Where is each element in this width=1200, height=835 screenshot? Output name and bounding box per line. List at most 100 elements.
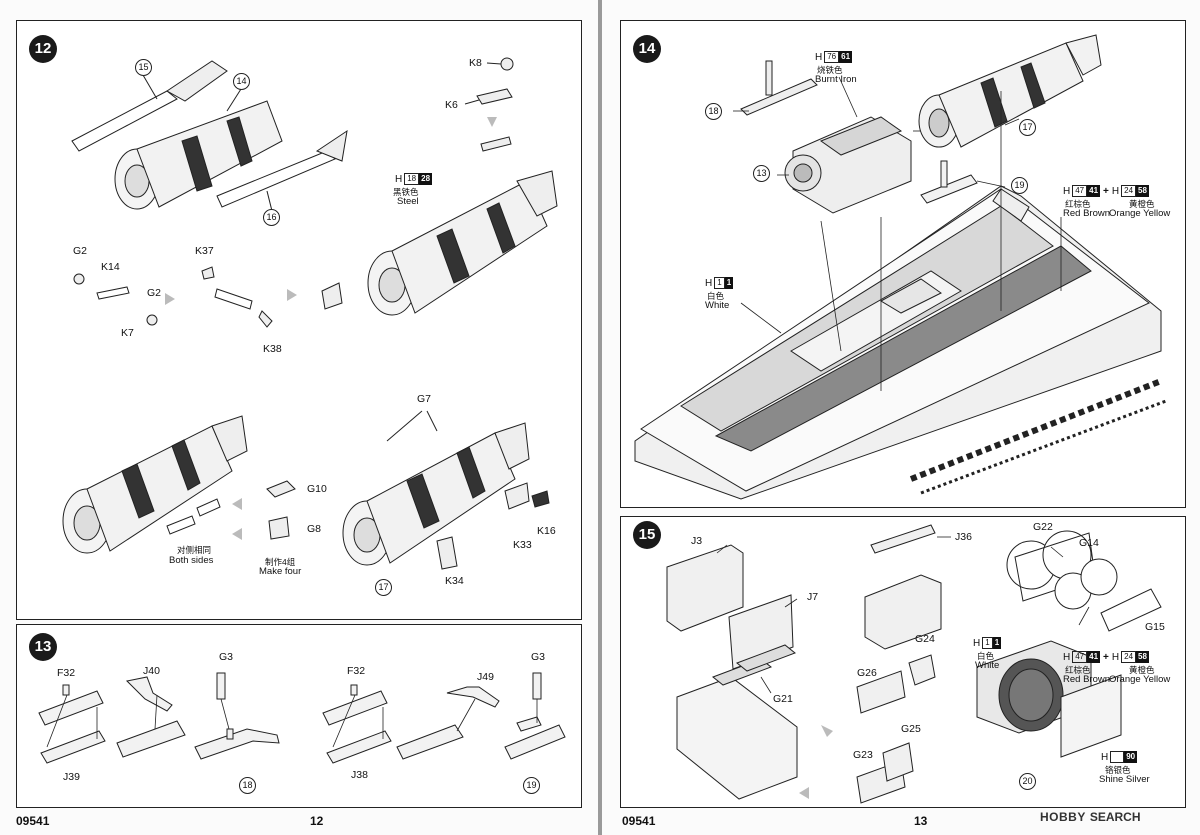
paint-code: 24	[1121, 651, 1137, 663]
part-label: J7	[807, 591, 819, 603]
paint-name-en: Red Brown	[1063, 208, 1110, 219]
paint-number: 1	[992, 637, 1002, 649]
paint-name-cn: 烧铁色	[817, 65, 843, 75]
part-label: G3	[531, 651, 546, 663]
part-callout: 16	[263, 209, 280, 226]
paint-code: 1	[982, 637, 993, 649]
plus-sign: +	[1103, 185, 1109, 197]
part-label: K37	[195, 245, 214, 257]
part-label: G15	[1145, 621, 1165, 633]
part-callout: 20	[1019, 773, 1036, 790]
part-label: K16	[537, 525, 556, 537]
part-callout: 17	[1019, 119, 1036, 136]
part-label: J39	[63, 771, 80, 783]
page-number-right: 13	[914, 814, 928, 828]
paint-number: 28	[419, 173, 433, 185]
part-label: G3	[219, 651, 234, 663]
part-label: G22	[1033, 521, 1053, 533]
part-label: G25	[901, 723, 921, 735]
paint-brand: H	[1063, 651, 1071, 663]
paint-brand: H	[815, 51, 823, 63]
part-label: G2	[73, 245, 88, 257]
paint-name-cn: 黄橙色	[1129, 665, 1155, 675]
part-label: K34	[445, 575, 464, 587]
step-12-panel: 12 15 14 16 17 K8 K6 G2 K14 G2 K7 K37 K3…	[16, 20, 582, 620]
paint-name-cn: 黄橙色	[1129, 199, 1155, 209]
paint-name-cn: 红棕色	[1065, 199, 1091, 209]
part-label: G24	[915, 633, 935, 645]
step-13-illustration	[38, 672, 566, 764]
part-callout: 19	[1011, 177, 1028, 194]
paint-name-cn: 白色	[707, 291, 725, 301]
part-label: G26	[857, 667, 877, 679]
part-label: G2	[147, 287, 162, 299]
paint-code: 76	[824, 51, 840, 63]
part-label: G14	[1079, 537, 1099, 549]
part-label: F32	[57, 667, 76, 679]
paint-name-cn: 白色	[977, 651, 995, 661]
paint-code: 1	[714, 277, 725, 289]
step-15-panel: 15 J3 J7 J36 G22 G14 G15 G21 G24 G26 G23…	[620, 516, 1186, 808]
paint-name-cn: 黑铁色	[393, 187, 419, 197]
paint-brand: H	[1111, 651, 1120, 663]
watermark-text: SEARCH	[1089, 810, 1141, 824]
paint-brand: H	[395, 173, 403, 185]
part-callout: 15	[135, 59, 152, 76]
part-callout: 19	[523, 777, 540, 794]
paint-code: 47	[1072, 651, 1088, 663]
paint-brand: H	[1063, 185, 1071, 197]
part-label: G7	[417, 393, 432, 405]
part-label: G8	[307, 523, 322, 535]
paint-code	[1110, 751, 1125, 763]
part-callout: 18	[705, 103, 722, 120]
paint-code: 18	[404, 173, 420, 185]
step-14-illustration	[634, 34, 1167, 500]
paint-name-cn: 红棕色	[1065, 665, 1091, 675]
part-label: G21	[773, 693, 793, 705]
part-label: J40	[143, 665, 160, 677]
step-badge: 15	[633, 521, 661, 549]
paint-number: 58	[1136, 185, 1149, 197]
note-both-sides-cn: 对侧相同	[177, 545, 212, 555]
paint-number: 90	[1124, 751, 1138, 763]
part-label: K38	[263, 343, 282, 355]
paint-brand: H	[1111, 185, 1120, 197]
part-callout: 14	[233, 73, 250, 90]
part-label: J38	[351, 769, 368, 781]
paint-name-en: White	[975, 660, 1000, 671]
page-gutter	[598, 0, 602, 835]
note-make-four-cn: 制作4组	[265, 557, 296, 567]
paint-brand: H	[1101, 751, 1109, 763]
paint-number: 61	[839, 51, 853, 63]
step-12-illustration	[62, 57, 558, 570]
paint-name-en: Orange Yellow	[1109, 208, 1171, 219]
paint-number: 1	[724, 277, 734, 289]
part-label: K6	[445, 99, 458, 111]
paint-number: 41	[1087, 185, 1101, 197]
paint-name-en: Steel	[397, 196, 419, 207]
plus-sign: +	[1103, 651, 1109, 663]
paint-code: 24	[1121, 185, 1137, 197]
part-label: J36	[955, 531, 972, 543]
step-badge: 12	[29, 35, 57, 63]
paint-name-cn: 铬银色	[1105, 765, 1131, 775]
paint-brand: H	[705, 277, 713, 289]
watermark-logo: HOBBY	[1040, 810, 1086, 824]
paint-code: 47	[1072, 185, 1088, 197]
part-callout: 18	[239, 777, 256, 794]
part-label: J49	[477, 671, 494, 683]
note-both-sides-en: Both sides	[169, 555, 214, 566]
step-13-panel: 13 F32 J40 G3 J39 F32 J49 G3 J38 18 19	[16, 624, 582, 808]
paint-brand: H	[973, 637, 981, 649]
product-code-right: 09541	[622, 814, 656, 828]
paint-name-en: Red Brown	[1063, 674, 1110, 685]
part-label: G10	[307, 483, 327, 495]
paint-name-en: Shine Silver	[1099, 774, 1150, 785]
hobbysearch-watermark: HOBBY SEARCH	[1040, 810, 1141, 824]
part-label: G23	[853, 749, 873, 761]
part-label: K14	[101, 261, 120, 273]
